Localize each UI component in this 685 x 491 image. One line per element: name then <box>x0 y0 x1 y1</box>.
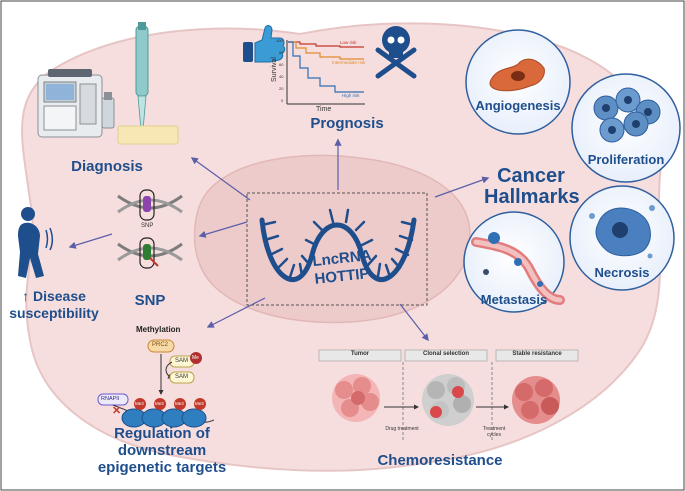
survival-tick-0: 0 <box>281 98 284 103</box>
survival-xlabel: Time <box>316 106 332 113</box>
lncrna-structure <box>259 208 417 282</box>
cell-cluster-icon <box>593 87 661 143</box>
regulation-label-line3: epigenetic targets <box>97 459 227 476</box>
disease-label-line2: susceptibility <box>9 305 99 321</box>
necrosis-label: Necrosis <box>594 265 650 280</box>
series-intermediate-risk: Intermediate risk <box>332 60 366 65</box>
drug-treatment-label: Drug treatment <box>385 426 419 432</box>
chemo-stage-clonal <box>404 349 488 362</box>
cancer-hallmarks-line1: Cancer <box>497 165 565 187</box>
series-low-risk: Low risk <box>340 40 357 45</box>
endothelial-cell-icon <box>489 58 545 92</box>
chemo-stage2-label: Clonal selection <box>422 351 469 357</box>
survival-tick-100: 100 <box>276 38 283 43</box>
pipette-icon <box>135 22 149 131</box>
arrow-to-diagnosis <box>190 157 251 201</box>
disease-label-line1: ↑ Disease <box>22 288 86 304</box>
arrow-to-snp <box>198 221 248 238</box>
nucleosome-array <box>121 398 215 428</box>
sam-label-2: SAM <box>175 374 189 380</box>
dna-helix-icon <box>117 189 183 269</box>
regulation-label-line1: Regulation of <box>114 425 210 442</box>
arrow-to-hallmarks <box>434 176 490 198</box>
rnapii-label: RNAPII <box>101 396 120 402</box>
necrotic-cell-icon <box>589 205 655 259</box>
arrow-to-regulation <box>206 297 266 328</box>
arrow-to-disease <box>68 233 113 249</box>
diagnosis-label: Diagnosis <box>71 158 143 175</box>
cell-nucleus <box>193 154 471 324</box>
angiogenesis-label: Angiogenesis <box>475 98 561 113</box>
cancer-hallmarks-line2: Hallmarks <box>484 186 580 208</box>
chemoresistance-label: Chemoresistance <box>377 452 503 469</box>
tumor-cluster <box>332 374 380 422</box>
survival-tick-80: 80 <box>279 50 284 55</box>
regulation-label-line2: downstream <box>117 442 207 459</box>
prc2-label: PRC2 <box>152 342 169 348</box>
survival-tick-60: 60 <box>279 62 284 67</box>
snp-label: SNP <box>134 292 166 309</box>
inhibit-mark: ✕ <box>112 405 121 417</box>
metastasis-label: Metastasis <box>480 292 548 307</box>
sample-plate <box>117 125 179 145</box>
center-box <box>246 192 428 306</box>
methylation-title: Methylation <box>136 325 181 334</box>
chemo-stage3-label: Stable resistance <box>512 351 562 357</box>
chemo-stage1-label: Tumor <box>350 351 370 357</box>
proliferation-label: Proliferation <box>587 152 665 167</box>
me3-label-3: Me3 <box>175 401 184 406</box>
snp-tag: SNP <box>141 223 154 229</box>
sam-label-1: SAM <box>175 358 189 364</box>
chemo-stage-tumor <box>318 349 402 362</box>
me-label: Me <box>192 355 199 361</box>
blood-vessel-icon <box>471 232 565 305</box>
prognosis-label: Prognosis <box>310 115 384 132</box>
me3-label-1: Me3 <box>135 401 144 406</box>
lab-analyzer-icon <box>37 69 115 138</box>
clonal-cluster <box>422 374 474 426</box>
survival-tick-40: 40 <box>279 74 284 79</box>
treatment-cycles-label: Treatment cycles <box>482 426 506 438</box>
arrow-to-chemoresistance <box>399 303 429 342</box>
series-high-risk: High risk <box>342 93 360 98</box>
me3-label-2: Me3 <box>155 401 164 406</box>
survival-tick-20: 20 <box>279 86 284 91</box>
thumbs-up-icon <box>243 25 286 63</box>
skull-crossbones-icon <box>375 26 417 79</box>
patient-icon <box>18 207 53 278</box>
sam-box-2 <box>169 371 195 384</box>
chemo-stage-stable <box>495 349 579 362</box>
resistant-cluster <box>512 376 560 424</box>
me3-label-4: Me3 <box>195 401 204 406</box>
survival-plot <box>286 40 365 105</box>
prc2-box <box>147 339 175 353</box>
survival-ylabel: Survival <box>270 57 278 82</box>
me-circle <box>190 352 202 364</box>
